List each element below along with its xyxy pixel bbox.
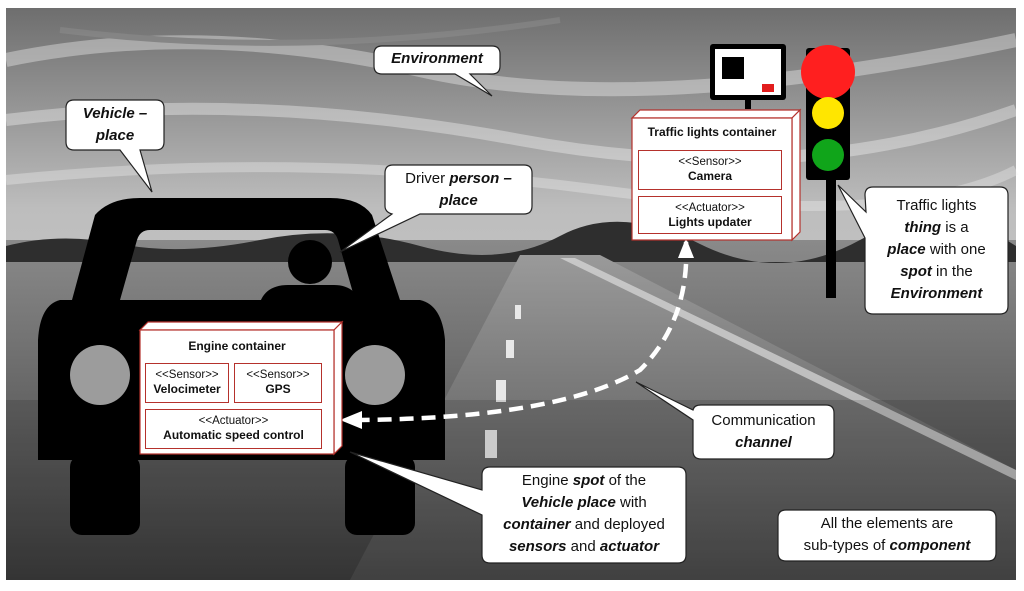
camera-device (710, 44, 786, 109)
communication-channel-label: Communication channel (711, 412, 816, 451)
traffic-container-title: Traffic lights container (647, 125, 777, 139)
engine-spot-label: Engine spot of the Vehicle place with co… (503, 472, 665, 555)
arrowhead-traffic (678, 238, 694, 258)
red-light (801, 45, 855, 99)
engine-container-title: Engine container (188, 339, 286, 353)
velocimeter-sensor: <<Sensor>> Velocimeter (145, 363, 229, 403)
lane-markings (485, 305, 521, 458)
gps-sensor: <<Sensor>> GPS (234, 363, 322, 403)
driver-person-place-label: Driver person – place (405, 170, 512, 209)
engine-container: Engine container <<Sensor>> Velocimeter … (140, 330, 334, 454)
traffic-lights-container: Traffic lights container <<Sensor>> Came… (632, 118, 792, 240)
camera-sensor: <<Sensor>> Camera (638, 150, 782, 190)
green-light (812, 139, 844, 171)
yellow-light (812, 97, 844, 129)
component-subtypes-label: All the elements are sub-types of compon… (803, 515, 971, 554)
driver-silhouette (258, 240, 362, 310)
lights-updater-actuator: <<Actuator>> Lights updater (638, 196, 782, 234)
vehicle-place-label: Vehicle – place (82, 105, 148, 144)
traffic-lights-thing-label: Traffic lights thing is a place with one… (887, 197, 986, 302)
traffic-light (801, 45, 855, 298)
callout-shapes (65, 45, 1009, 564)
speed-control-actuator: <<Actuator>> Automatic speed control (145, 409, 322, 449)
communication-channel-arrow (359, 241, 689, 423)
arrowhead-engine (340, 411, 362, 429)
tree-line (6, 219, 1016, 264)
environment-label: Environment (391, 50, 483, 67)
